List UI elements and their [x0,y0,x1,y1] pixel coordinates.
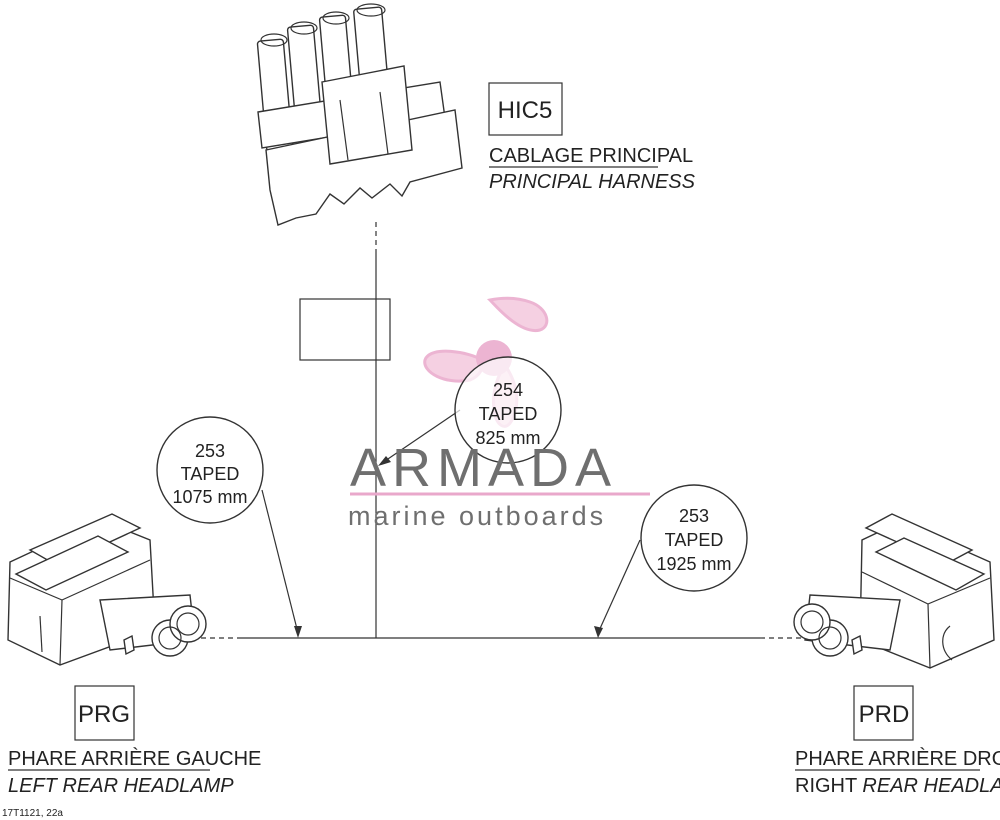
watermark-title: ARMADA [350,438,617,498]
prg-name-en: LEFT REAR HEADLAMP [8,775,234,797]
connector-hic5-icon [256,3,463,226]
prg-code-box [74,685,135,741]
callout-left-number: 253 [195,441,225,461]
tape-label-box [299,298,391,361]
callout-right-length: 1925 mm [656,554,731,574]
callout-right-type: TAPED [665,530,724,550]
callout-center-length: 825 mm [475,428,540,448]
prd-name-en-prefix: RIGHT [795,775,862,797]
hic5-name-en: PRINCIPAL HARNESS [489,171,696,193]
connector-prd-icon [793,513,995,669]
connector-prg-icon [7,513,207,666]
callout-right: 253 TAPED 1925 mm [594,484,748,638]
callout-left: 253 TAPED 1075 mm [156,416,302,638]
prd-name-en: RIGHT REAR HEADLAMP [795,775,1000,797]
callout-right-number: 253 [679,506,709,526]
hic5-name-fr: CABLAGE PRINCIPAL [489,145,693,167]
figure-id: 17T1121, 22a [2,808,63,819]
hic5-code: HIC5 [498,97,553,124]
callout-center-type: TAPED [479,404,538,424]
callout-center: 254 TAPED 825 mm [378,356,562,466]
armada-watermark: ARMADA marine outboards [348,438,650,531]
prg-name-fr: PHARE ARRIÈRE GAUCHE [8,747,261,770]
hic5-code-box [488,82,563,136]
prd-code-box [853,685,914,741]
prd-name-fr: PHARE ARRIÈRE DROIT [795,747,1000,770]
wiring-lines [192,222,805,639]
callout-left-type: TAPED [181,464,240,484]
watermark-subtitle: marine outboards [348,501,606,531]
prd-code: PRD [859,701,910,728]
prd-name-en-italic: REAR HEADLAMP [862,775,1000,797]
callout-center-number: 254 [493,380,523,400]
prg-code: PRG [78,701,130,728]
callout-left-length: 1075 mm [172,487,247,507]
